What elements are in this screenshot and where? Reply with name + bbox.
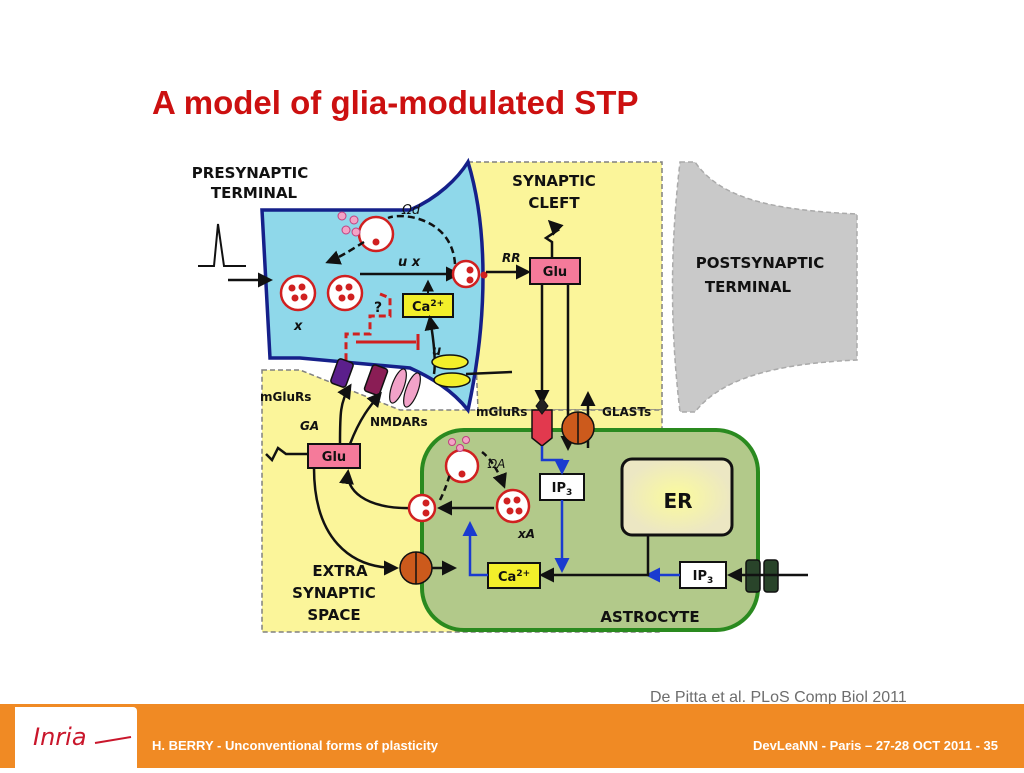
ip3-box-mglur (539, 473, 585, 501)
docked-vesicle (451, 259, 481, 289)
rr-label: RR (502, 251, 520, 265)
glu-to-transporter (312, 467, 399, 576)
recycle-arc (387, 214, 457, 265)
ga-label: GA (300, 419, 319, 433)
presynaptic-channel-arrow (465, 370, 513, 376)
u-arrow (424, 315, 440, 375)
xa-label: xA (517, 527, 535, 541)
x-label: x (293, 319, 303, 334)
recycle-return (325, 240, 365, 265)
astro-recycle-return (438, 473, 452, 501)
cleft-glu-box (529, 257, 581, 285)
nmdars-label: NMDARs (370, 415, 428, 429)
nmdar-3 (403, 372, 421, 408)
omega-d-label: Ωd (401, 203, 421, 218)
glast-label: GLASTs (602, 405, 651, 419)
vesicle-recycling-dot (372, 238, 380, 246)
glu-diffusion-out (265, 446, 308, 463)
vesicle-recycling (357, 215, 395, 253)
presynaptic-channel-bottom (433, 372, 471, 388)
mglur-astrocyte-binding (535, 397, 549, 415)
inria-logo-mark: Inria (33, 723, 132, 751)
glu-to-nmdar (348, 391, 382, 445)
ip3-label-mglur: IP3 (552, 481, 573, 498)
extrasynaptic-glu-box (307, 443, 361, 469)
cleft-label: SYNAPTIC (512, 172, 596, 190)
released-transmitter (337, 211, 361, 237)
footer-author-talk: H. BERRY - Unconventional forms of plast… (152, 738, 439, 753)
ca-to-release (462, 521, 488, 577)
nmdar-1 (363, 364, 389, 396)
astro-ca-label: Ca2+ (498, 569, 530, 585)
citation: De Pitta et al. PLoS Comp Biol 2011 (650, 689, 907, 706)
extra-synaptic-label: EXTRA (312, 562, 368, 580)
u-label: u (432, 344, 441, 359)
er-label: ER (663, 489, 692, 513)
released-glu-dot (480, 271, 488, 279)
action-potential-spike (198, 223, 246, 267)
presynaptic-channel-top (431, 354, 469, 370)
docked-vesicle-dot-2 (466, 276, 474, 284)
astro-docked-vesicle-dot-1 (422, 499, 430, 507)
ux-label: u x (398, 255, 421, 270)
astro-docked-vesicle-dot-2 (422, 509, 430, 517)
postsynaptic-terminal (671, 161, 858, 413)
astro-vesicle-pool (495, 488, 531, 524)
inhibition-path (344, 292, 392, 362)
astro-vesicle-pool-contents (503, 496, 523, 515)
cleft-label-2: CLEFT (528, 194, 580, 212)
vesicle-pool-x (279, 274, 364, 312)
astro-release-to-glu (339, 469, 417, 510)
presynaptic-ca-label: Ca2+ (412, 299, 444, 315)
docked-vesicle-dot-1 (466, 266, 474, 274)
glu-to-mglur (337, 383, 352, 445)
cleft-glu-label: Glu (543, 265, 567, 280)
astro-recycle-arc (481, 451, 507, 489)
vesicle-pool-x-contents (288, 283, 355, 302)
postsynaptic-label: POSTSYNAPTIC (696, 254, 824, 272)
slide-title: A model of glia-modulated STP (152, 84, 639, 121)
er-compartment (620, 457, 734, 537)
er-to-ca (539, 535, 650, 583)
question-label: ? (374, 300, 382, 316)
mglurs-astrocyte-label: mGluRs (476, 405, 527, 419)
svg-text:Inria: Inria (33, 723, 87, 751)
glia-stp-diagram: ER PRESYNAPTIC TERMINAL SYNAPTIC CLEFT P… (192, 157, 858, 633)
extrasynaptic-glu-label: Glu (322, 450, 346, 465)
ip3-label-entry: IP3 (693, 569, 714, 586)
glu-cleft-diffusion (543, 219, 564, 258)
astro-docked-vesicle (407, 493, 437, 523)
inria-logo: Inria (15, 707, 137, 768)
astro-vesicle-recycling-dot (458, 470, 466, 478)
extra-synaptic-label-2: SYNAPTIC (292, 584, 376, 602)
postsynaptic-label-2: TERMINAL (705, 278, 792, 296)
footer-bar (0, 704, 1024, 768)
presynaptic-label-2: TERMINAL (211, 184, 298, 202)
extra-synaptic-label-3: SPACE (307, 606, 360, 624)
footer-event-page: DevLeaNN - Paris – 27-28 OCT 2011 - 35 (753, 738, 998, 753)
astro-released-transmitter (448, 436, 470, 452)
astrocyte-label: ASTROCYTE (600, 608, 699, 626)
nmdar-2 (389, 368, 407, 404)
mglurs-presynaptic-label: mGluRs (260, 390, 311, 404)
presynaptic-label: PRESYNAPTIC (192, 164, 308, 182)
mglur-astrocyte (531, 409, 553, 447)
mglur-to-ip3 (540, 446, 570, 475)
